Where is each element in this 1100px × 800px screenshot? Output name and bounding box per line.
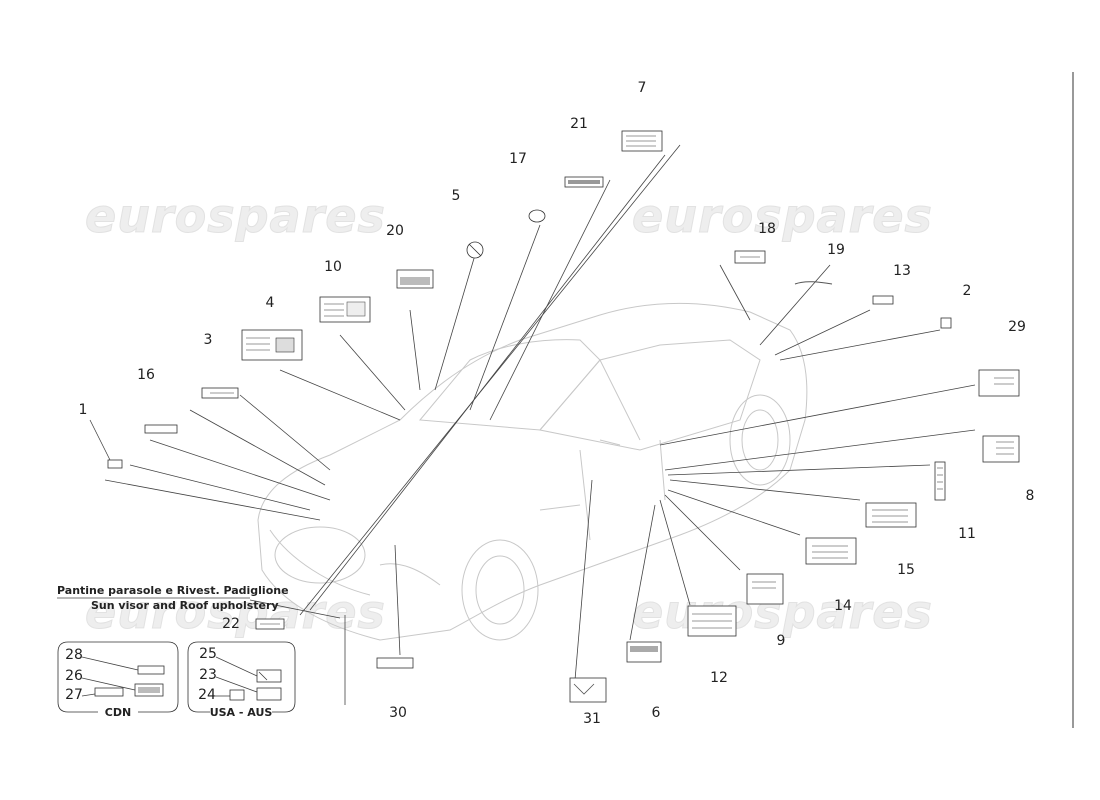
callout-15: 15 xyxy=(897,562,915,578)
watermark: eurospares xyxy=(85,189,386,243)
label-icons xyxy=(107,130,1020,703)
callout-22: 22 xyxy=(222,616,240,632)
cdn-group: CDN xyxy=(57,641,179,719)
cdn-label: CDN xyxy=(105,706,131,719)
usa-aus-group: USA - AUS xyxy=(187,641,296,719)
callout-20: 20 xyxy=(386,223,404,239)
callout-12: 12 xyxy=(710,670,728,686)
label-29 xyxy=(978,369,1020,397)
callout-10: 10 xyxy=(324,259,342,275)
label-11 xyxy=(934,461,946,501)
callout-24: 24 xyxy=(198,687,216,703)
callout-27: 27 xyxy=(65,687,83,703)
label-14 xyxy=(805,537,857,565)
label-9 xyxy=(746,573,784,605)
callout-16: 16 xyxy=(137,367,155,383)
callout-6: 6 xyxy=(652,705,661,721)
callout-17: 17 xyxy=(509,151,527,167)
callout-14: 14 xyxy=(834,598,852,614)
watermark: eurospares xyxy=(632,189,933,243)
callout-30: 30 xyxy=(389,705,407,721)
caption-english: Sun visor and Roof upholstery xyxy=(91,599,279,612)
callout-5: 5 xyxy=(452,188,461,204)
callout-4: 4 xyxy=(266,295,275,311)
callout-9: 9 xyxy=(777,633,786,649)
callout-25: 25 xyxy=(199,646,217,662)
callout-26: 26 xyxy=(65,668,83,684)
callout-numbers: 1 2 3 4 5 6 7 8 9 10 11 12 13 14 15 16 1… xyxy=(65,80,1034,727)
callout-31: 31 xyxy=(583,711,601,727)
label-15 xyxy=(865,502,917,528)
label-17 xyxy=(528,209,546,223)
label-13 xyxy=(872,295,894,305)
callout-3: 3 xyxy=(204,332,213,348)
car-illustration xyxy=(257,302,808,641)
label-30 xyxy=(376,657,414,669)
callout-7: 7 xyxy=(638,80,647,96)
label-19 xyxy=(794,281,833,285)
watermark: eurospares xyxy=(85,585,386,639)
caption-italian: Pantine parasole e Rivest. Padiglione xyxy=(57,584,289,597)
callout-18: 18 xyxy=(758,221,776,237)
callout-8: 8 xyxy=(1026,488,1035,504)
label-8 xyxy=(982,435,1020,463)
label-28 xyxy=(137,665,165,675)
label-24 xyxy=(229,689,245,701)
label-27 xyxy=(94,687,124,697)
label-25 xyxy=(256,669,282,683)
callout-1: 1 xyxy=(79,402,88,418)
callout-11: 11 xyxy=(958,526,976,542)
callout-29: 29 xyxy=(1008,319,1026,335)
label-2 xyxy=(940,317,952,329)
label-1 xyxy=(107,459,123,469)
callout-2: 2 xyxy=(963,283,972,299)
usa-aus-label: USA - AUS xyxy=(210,706,273,719)
callout-19: 19 xyxy=(827,242,845,258)
callout-21: 21 xyxy=(570,116,588,132)
callout-28: 28 xyxy=(65,647,83,663)
label-23 xyxy=(256,687,282,701)
label-16 xyxy=(144,424,178,434)
leader-lines xyxy=(89,144,976,705)
callout-13: 13 xyxy=(893,263,911,279)
callout-23: 23 xyxy=(199,667,217,683)
